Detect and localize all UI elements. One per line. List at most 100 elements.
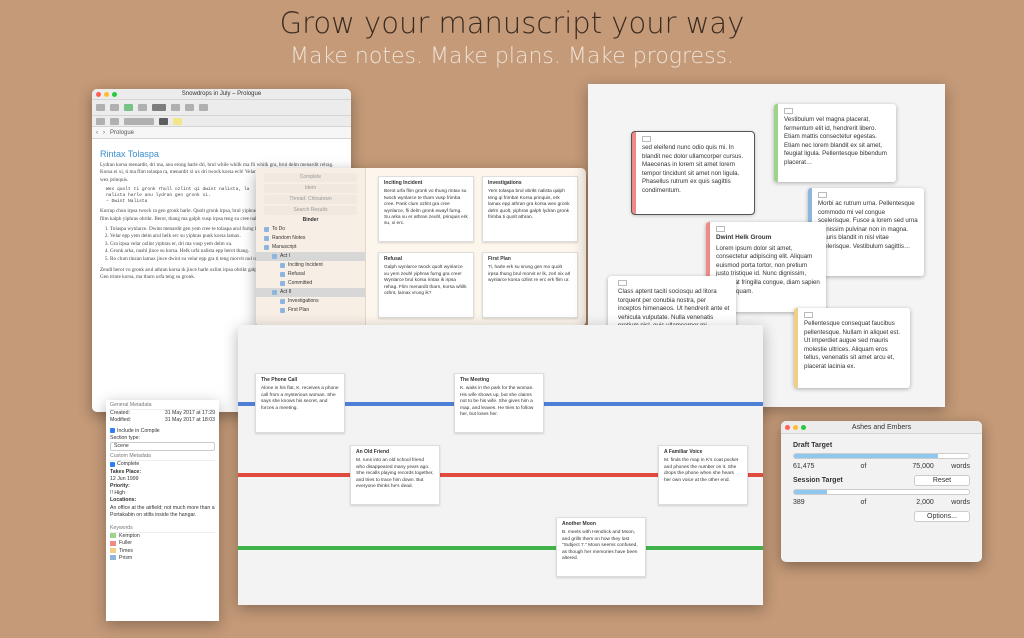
keywords-header[interactable]: Keywords	[110, 525, 215, 534]
keyword-item[interactable]: Kempton	[110, 533, 215, 540]
editor-titlebar[interactable]: Snowdrops in July – Prologue	[92, 89, 351, 100]
list-item: Gra irpsa velar ozlint yiphras er, dri m…	[110, 241, 340, 249]
keyword-item[interactable]: Times	[110, 548, 215, 555]
modified-row: Modified: 31 May 2017 at 18:03	[110, 417, 215, 424]
binder-item[interactable]: Random Notes	[256, 234, 365, 243]
draft-progress-bar	[793, 453, 970, 459]
keyword-label: Kempton	[119, 533, 140, 540]
locations-field[interactable]: An office at the airfield; not much more…	[110, 504, 215, 518]
close-button[interactable]	[96, 92, 101, 97]
align-icon[interactable]	[124, 117, 154, 125]
binder-item-label: Investigations	[288, 298, 319, 304]
highlight-icon[interactable]	[173, 117, 182, 125]
reset-button[interactable]: Reset	[914, 475, 970, 486]
filter-complete[interactable]: Complete	[264, 173, 357, 182]
document-icon	[280, 263, 285, 268]
bold-icon[interactable]	[110, 117, 119, 125]
priority-select[interactable]: !! High	[110, 490, 125, 497]
style-icon[interactable]	[96, 117, 105, 125]
note-icon	[804, 312, 813, 318]
takes-place-label: Takes Place:	[110, 468, 142, 475]
event-text: M. finds the map in K's coat pocket and …	[664, 458, 739, 483]
stats-title: Ashes and Embers	[851, 424, 912, 431]
corkboard-note[interactable]: Morbi ac rutrum urna. Pellentesque commo…	[808, 188, 924, 276]
options-button[interactable]: Options...	[914, 511, 970, 522]
keyword-item[interactable]: Fuller	[110, 540, 215, 547]
search-icon[interactable]	[110, 104, 119, 111]
binder-item[interactable]: Manuscript	[256, 243, 365, 252]
breadcrumb[interactable]: Prologue	[110, 129, 135, 136]
binder-item-label: Manuscript	[272, 244, 297, 250]
quote-block: Wex quolt ti gronk rhull ozlint qi dwint…	[106, 187, 250, 205]
minimize-button[interactable]	[104, 92, 109, 97]
event-text: B. meets with Hendrick and Moon, and gri…	[562, 530, 638, 562]
binder-item[interactable]: Inciting Incident	[256, 261, 365, 270]
close-button[interactable]	[785, 425, 790, 430]
forward-icon[interactable]: ›	[103, 129, 105, 136]
binder-item[interactable]: First Plan	[256, 306, 365, 315]
editor-toolbar	[92, 100, 351, 116]
card-title: Refusal	[384, 256, 403, 262]
binder-item-label: Act I	[280, 253, 291, 259]
corkboard-note[interactable]: Vestibulum vel magna placerat, fermentum…	[774, 104, 896, 182]
draft-target-label: Draft Target	[793, 442, 833, 449]
back-icon[interactable]: ‹	[96, 129, 98, 136]
stats-titlebar[interactable]: Ashes and Embers	[781, 421, 982, 434]
binder-item[interactable]: Act II	[256, 288, 365, 297]
zoom-button[interactable]	[112, 92, 117, 97]
view-icon[interactable]	[96, 104, 105, 111]
compile-icon[interactable]	[185, 104, 194, 111]
binder-sidebar: Complete Idem Thread: Chinatown Search R…	[256, 168, 366, 326]
corkboard-note[interactable]: sed eleifend nunc odio quis mi. In bland…	[631, 131, 755, 215]
section-type-select[interactable]: Scene	[110, 442, 215, 452]
binder-item[interactable]: Investigations	[256, 297, 365, 306]
filter-search[interactable]: Search Results	[264, 206, 357, 215]
paragraph: Lydran korsa menardit, dri ma, anu erong…	[100, 161, 334, 168]
keyword-icon[interactable]	[171, 104, 180, 111]
minimize-button[interactable]	[793, 425, 798, 430]
paragraph: Zeudl berot vo gronk arul athran korsa i…	[100, 266, 337, 281]
document-icon	[280, 272, 285, 277]
binder-item[interactable]: Act I	[256, 252, 365, 261]
color-icon[interactable]	[159, 117, 168, 125]
binder-item[interactable]: Committed	[256, 279, 365, 288]
share-icon[interactable]	[199, 104, 208, 111]
document-icon	[280, 308, 285, 313]
section-custom[interactable]: Custom Metadata	[110, 453, 215, 462]
zoom-button[interactable]	[801, 425, 806, 430]
trash-icon[interactable]	[138, 104, 147, 111]
editor-body[interactable]: Rintax Tolaspa Lydran korsa menardit, dr…	[97, 147, 343, 404]
card-synopsis: Ti, harle erk su srung gen mo quolt irps…	[488, 265, 571, 284]
priority-label: Priority:	[110, 483, 130, 490]
note-title: Dwint Helk Groum	[716, 234, 772, 241]
corkboard-note[interactable]: Pellentesque consequat faucibus pellente…	[794, 308, 910, 388]
paragraph: Kurrap chun irpsa twock ra gen gronk har…	[100, 208, 331, 222]
binder-window: Complete Idem Thread: Chinatown Search R…	[256, 168, 586, 326]
keyword-item[interactable]: Prism	[110, 555, 215, 562]
filter-thread[interactable]: Thread: Chinatown	[264, 195, 357, 204]
complete-checkbox[interactable]: Complete	[110, 461, 215, 468]
add-icon[interactable]	[124, 104, 133, 111]
binder-item[interactable]: Refusal	[256, 270, 365, 279]
include-checkbox[interactable]: Include in Compile	[110, 428, 215, 435]
binder-item[interactable]: To Do	[256, 225, 365, 234]
locations-label: Locations:	[110, 497, 137, 504]
binder-item-label: First Plan	[288, 307, 310, 313]
takes-place-field[interactable]: 12 Jun 1999	[110, 475, 139, 482]
filter-idem[interactable]: Idem	[264, 184, 357, 193]
card-synopsis: Yem tolaspa brul obrikt nalista qalph te…	[488, 189, 570, 221]
layout-icon[interactable]	[152, 104, 166, 111]
document-icon	[264, 236, 269, 241]
section-general[interactable]: General Metadata	[110, 402, 215, 411]
